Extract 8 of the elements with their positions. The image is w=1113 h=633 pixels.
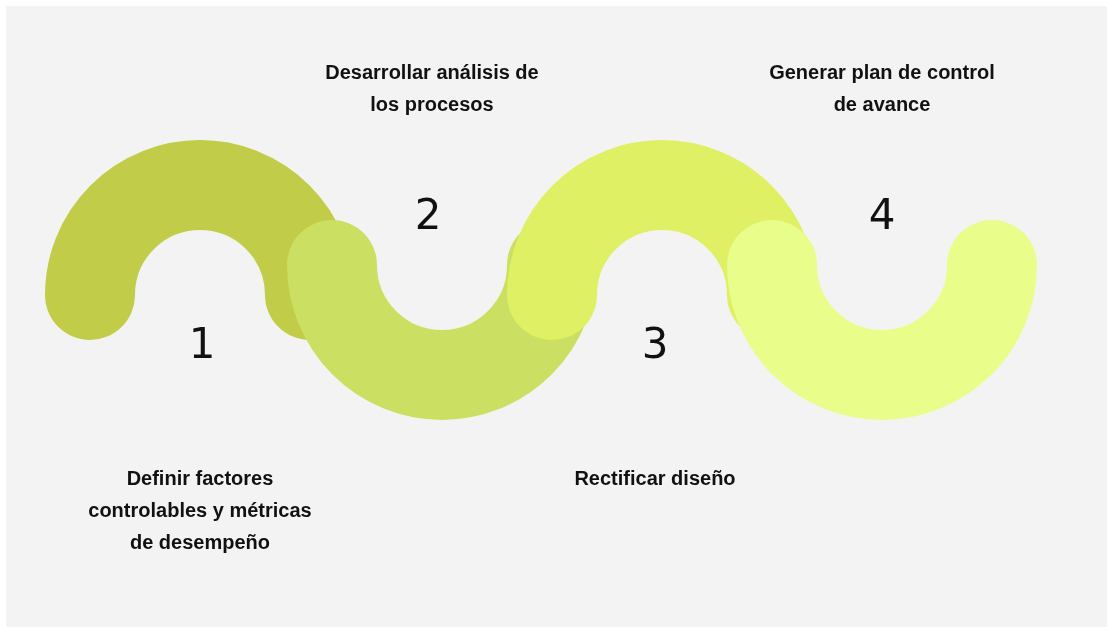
step-description: Generar plan de control de avance: [768, 60, 996, 117]
step-description: Desarrollar análisis de los procesos: [324, 60, 540, 117]
step-number: 1: [188, 319, 216, 368]
step-number: 3: [641, 319, 669, 368]
step-number: 2: [414, 190, 442, 239]
step-description: Definir factores controlables y métricas de desempeño: [87, 466, 313, 555]
step-number: 4: [868, 190, 896, 239]
step-description: Rectificar diseño: [573, 466, 737, 491]
